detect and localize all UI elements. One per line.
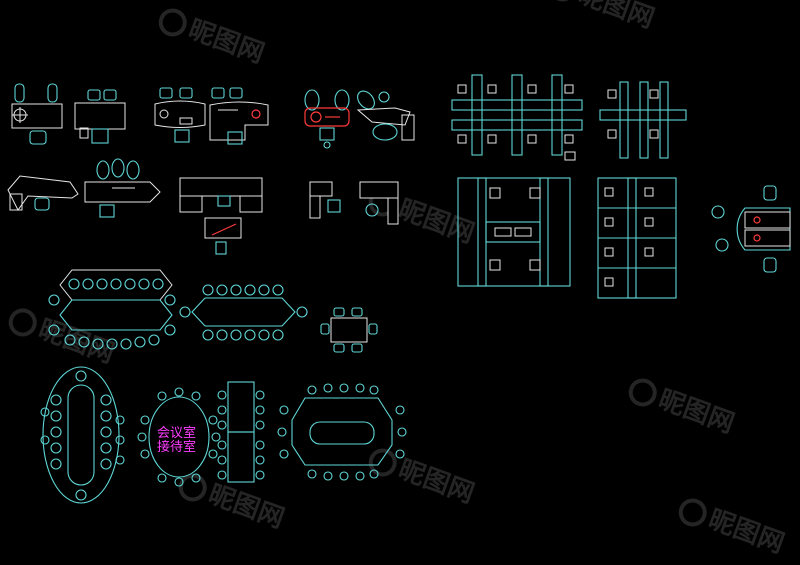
lshape-desk-4 bbox=[309, 181, 399, 225]
executive-desk-1 bbox=[11, 83, 63, 145]
nipic-logo-icon bbox=[8, 308, 37, 337]
watermark-8: 昵图网 bbox=[678, 498, 789, 560]
watermark-text: 昵图网 bbox=[205, 480, 289, 535]
watermark-text: 昵图网 bbox=[395, 455, 479, 510]
watermark-7: 昵图网 bbox=[178, 473, 289, 535]
watermark-text: 昵图网 bbox=[35, 315, 119, 370]
conference-table-long bbox=[48, 269, 176, 350]
watermark-text: 昵图网 bbox=[705, 505, 789, 560]
watermark-text: 昵图网 bbox=[395, 195, 479, 250]
nipic-logo-icon bbox=[628, 378, 657, 407]
lshape-desk-3 bbox=[179, 177, 263, 255]
watermark-text: 昵图网 bbox=[575, 0, 659, 34]
executive-desk-2 bbox=[74, 89, 126, 144]
watermark-6: 昵图网 bbox=[368, 448, 479, 510]
rect-table-group bbox=[217, 381, 265, 483]
small-meeting-table bbox=[320, 307, 378, 353]
nipic-logo-icon bbox=[678, 498, 707, 527]
nipic-logo-icon bbox=[368, 448, 397, 477]
executive-desk-4 bbox=[209, 87, 269, 145]
oval-table-1 bbox=[40, 366, 125, 504]
watermark-text: 昵图网 bbox=[655, 385, 739, 440]
conference-table-hex bbox=[179, 284, 308, 341]
watermark-1: 昵图网 bbox=[158, 8, 269, 70]
lshape-desk-2 bbox=[84, 158, 161, 218]
octagon-table bbox=[277, 383, 407, 481]
workstation-cluster-1 bbox=[451, 74, 583, 161]
watermark-text: 昵图网 bbox=[185, 15, 269, 70]
workstation-cluster-2 bbox=[599, 81, 687, 159]
watermark-5: 昵图网 bbox=[628, 378, 739, 440]
executive-desk-3 bbox=[154, 87, 206, 143]
round-desk-cluster bbox=[711, 185, 791, 273]
lshape-desk-1 bbox=[7, 175, 79, 211]
meeting-room-label: 会议室 bbox=[157, 425, 196, 441]
reception-room-label: 接待室 bbox=[157, 439, 196, 455]
executive-desk-6 bbox=[356, 90, 415, 141]
workstation-cluster-3 bbox=[457, 177, 571, 287]
nipic-logo-icon bbox=[158, 8, 187, 37]
workstation-cluster-4 bbox=[597, 177, 677, 299]
nipic-logo-icon bbox=[178, 473, 207, 502]
watermark-4: 昵图网 bbox=[8, 308, 119, 370]
watermark-2: 昵图网 bbox=[548, 0, 659, 34]
meeting-reception-oval-table: 会议室 接待室 bbox=[137, 387, 221, 487]
executive-desk-5 bbox=[304, 89, 350, 149]
nipic-logo-icon bbox=[548, 0, 577, 2]
